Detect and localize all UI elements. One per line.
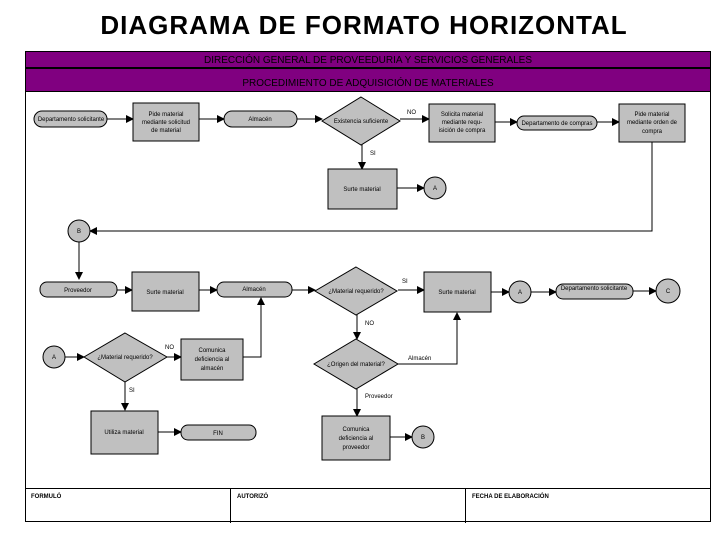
connector-c [655, 278, 681, 304]
edge-label-no-2: NO [365, 321, 374, 327]
label-surte-material-2: Surte material [146, 290, 183, 296]
label-surte-material-3: Surte material [438, 290, 475, 296]
label-almacen-2: Almacén [242, 287, 265, 293]
label-departamento-solicitante: Departamento solicitante [38, 117, 105, 123]
decision-material-requerido-2 [83, 332, 168, 383]
label-departamento-solicitante-2: Departamento solicitante [561, 286, 628, 292]
terminal-departamento-compras [516, 115, 598, 131]
label-pide-material-3: de material [151, 128, 181, 134]
connector-a-1 [423, 176, 447, 200]
label-connector-b-2: B [421, 435, 425, 441]
decision-existencia-suficiente [321, 96, 401, 146]
label-connector-a-3: A [52, 355, 56, 361]
label-almacen-1: Almacén [248, 117, 271, 123]
label-existencia-suficiente: Existencia suficiente [334, 119, 389, 125]
edge-label-si-3: SI [129, 388, 135, 394]
terminal-almacen [223, 110, 298, 128]
terminal-almacen-2 [216, 281, 293, 298]
label-surte-material-1: Surte material [343, 187, 380, 193]
label-comunica-proveedor-3: proveedor [342, 445, 369, 451]
label-connector-b-1: B [77, 229, 81, 235]
terminal-departamento-solicitante [33, 110, 108, 128]
label-solicita-3: isición de compra [439, 128, 486, 134]
label-material-requerido-2: ¿Material requerido? [97, 355, 153, 361]
edge-label-almacen: Almacén [408, 356, 431, 362]
label-pide-orden-1: Pide material [634, 112, 669, 118]
label-departamento-compras: Departamento de compras [521, 121, 592, 127]
decision-origen-material [313, 338, 399, 390]
process-surte-material-3 [423, 271, 492, 313]
process-utiliza-material [90, 410, 159, 455]
process-pide-material-solicitud [132, 102, 200, 142]
process-comunica-deficiencia-almacen [180, 338, 244, 381]
label-comunica-almacen-1: Comunica [198, 348, 226, 354]
edge-label-si-2: SI [402, 279, 408, 285]
label-proveedor: Proveedor [64, 288, 92, 294]
process-surte-material-2 [131, 271, 200, 312]
connector-a-2 [508, 280, 532, 304]
process-solicita-material [428, 103, 496, 143]
label-connector-a-2: A [518, 290, 522, 296]
decision-material-requerido-1 [314, 266, 398, 316]
label-solicita-1: Solicita material [441, 112, 483, 118]
label-pide-orden-2: mediante orden de [627, 120, 678, 126]
edge-label-no-1: NO [407, 110, 416, 116]
terminal-departamento-solicitante-2 [555, 283, 634, 300]
label-pide-material-2: mediante solicitud [142, 120, 190, 126]
footer-autorizo: AUTORIZÓ [231, 489, 466, 523]
process-comunica-deficiencia-proveedor [321, 415, 391, 461]
connector-a-3 [42, 345, 66, 369]
label-pide-orden-3: compra [642, 129, 663, 135]
label-material-requerido-1: ¿Material requerido? [328, 289, 384, 295]
edge-label-no-3: NO [165, 345, 174, 351]
terminal-fin [180, 424, 257, 441]
header-band-procedimiento: PROCEDIMIENTO DE ADQUISICIÓN DE MATERIAL… [25, 68, 711, 92]
process-pide-material-orden [618, 103, 686, 143]
label-origen-material: ¿Origen del material? [327, 362, 385, 368]
edge-origen-almacen [398, 312, 461, 365]
label-pide-material-1: Pide material [148, 112, 183, 118]
label-utiliza-material: Utiliza material [104, 430, 143, 436]
page-title: DIAGRAMA DE FORMATO HORIZONTAL [100, 10, 628, 40]
terminal-proveedor [39, 281, 118, 298]
label-comunica-almacen-3: almacén [201, 366, 224, 372]
connector-b-1 [67, 219, 91, 243]
edge-comunica-to-almacen [243, 297, 265, 358]
label-connector-a-1: A [433, 186, 437, 192]
connector-b-2 [411, 425, 435, 449]
edge-pide-orden-to-b [89, 142, 653, 235]
label-fin: FIN [213, 431, 223, 437]
process-surte-material-1 [327, 168, 398, 210]
footer-formulo: FORMULÓ [25, 489, 231, 523]
label-comunica-proveedor-2: deficiencia al [339, 436, 374, 442]
label-solicita-2: mediante requ- [442, 120, 482, 126]
edge-label-proveedor: Proveedor [365, 394, 393, 400]
edge-label-si-1: SI [370, 151, 376, 157]
signature-footer: FORMULÓ AUTORIZÓ FECHA DE ELABORACIÓN [25, 488, 711, 523]
label-comunica-proveedor-1: Comunica [342, 427, 370, 433]
label-connector-c: C [666, 289, 671, 295]
footer-fecha-elaboracion: FECHA DE ELABORACIÓN [472, 494, 549, 500]
label-comunica-almacen-2: deficiencia al [195, 357, 230, 363]
